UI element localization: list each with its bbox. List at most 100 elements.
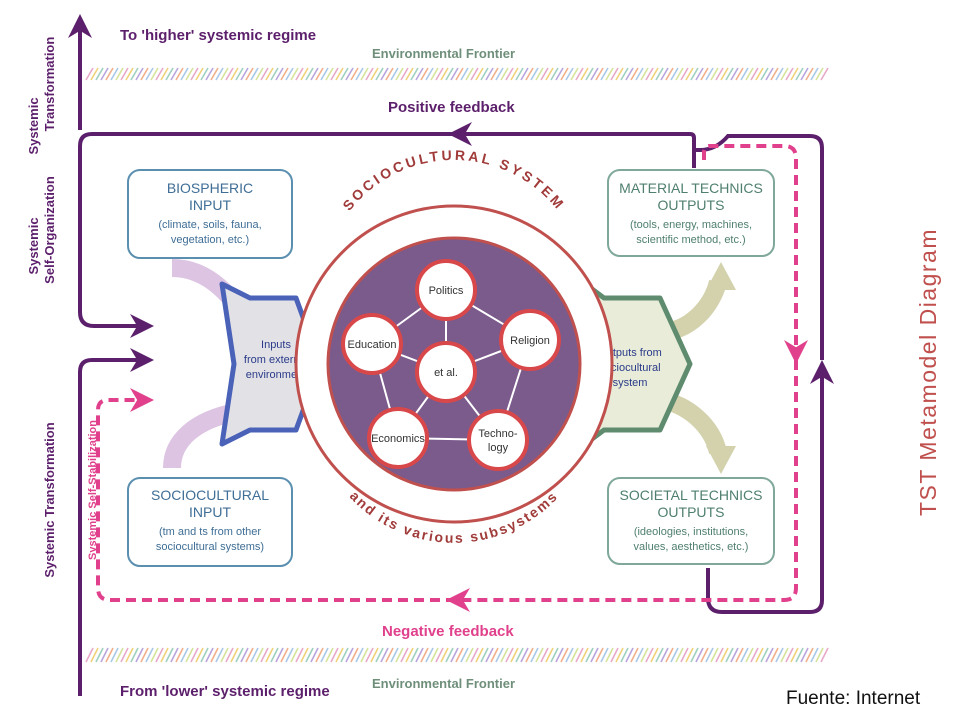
frontier-hatch xyxy=(265,67,274,81)
frontier-hatch xyxy=(305,67,314,81)
frontier-hatch xyxy=(475,67,484,81)
frontier-hatch xyxy=(355,647,364,663)
frontier-hatch xyxy=(285,647,294,663)
frontier-hatch xyxy=(550,67,559,81)
sociocultural-input-title-2: INPUT xyxy=(189,504,231,520)
frontier-hatch xyxy=(115,67,124,81)
frontier-hatch xyxy=(580,67,589,81)
self-stabilization-left-arrow xyxy=(96,388,456,602)
frontier-hatch xyxy=(110,67,119,81)
frontier-hatch xyxy=(160,647,169,663)
frontier-hatch xyxy=(565,647,574,663)
frontier-hatch xyxy=(620,67,629,81)
material-body-2: scientific method, etc.) xyxy=(636,234,745,246)
frontier-hatch xyxy=(385,647,394,663)
frontier-hatch xyxy=(220,647,229,663)
outputs-funnel-text: Outputs from sociocultural system xyxy=(598,347,662,389)
frontier-hatch xyxy=(570,647,579,663)
frontier-hatch xyxy=(775,67,784,81)
frontier-hatch xyxy=(615,647,624,663)
frontier-hatch xyxy=(755,647,764,663)
frontier-hatch xyxy=(595,647,604,663)
ring-top-label: SOCIOCULTURAL SYSTEM xyxy=(339,147,568,214)
frontier-hatch xyxy=(520,67,529,81)
frontier-hatch xyxy=(340,67,349,81)
frontier-hatch xyxy=(540,647,549,663)
frontier-hatch xyxy=(225,647,234,663)
frontier-hatch xyxy=(405,647,414,663)
frontier-hatch xyxy=(735,67,744,81)
frontier-hatch xyxy=(110,647,119,663)
frontier-hatch xyxy=(810,67,819,81)
frontier-hatch xyxy=(495,67,504,81)
frontier-hatch xyxy=(670,647,679,663)
frontier-hatch xyxy=(95,647,104,663)
frontier-hatch xyxy=(655,647,664,663)
frontier-hatch xyxy=(130,67,139,81)
frontier-hatch xyxy=(260,67,269,81)
outputs-funnel-line-1: Outputs from xyxy=(598,347,662,359)
societal-body-2: values, aesthetics, etc.) xyxy=(634,541,749,553)
frontier-hatch xyxy=(710,67,719,81)
frontier-hatch xyxy=(480,67,489,81)
frontier-hatch xyxy=(395,67,404,81)
negative-feedback-arrows xyxy=(96,144,808,612)
frontier-hatch xyxy=(255,647,264,663)
frontier-hatch xyxy=(505,67,514,81)
frontier-hatch xyxy=(625,647,634,663)
frontier-hatch xyxy=(690,67,699,81)
frontier-hatch xyxy=(660,67,669,81)
outputs-funnel-line-3: system xyxy=(613,377,648,389)
node-technology: Techno- logy xyxy=(467,409,529,471)
frontier-hatch xyxy=(720,67,729,81)
frontier-hatch xyxy=(675,67,684,81)
frontier-hatch xyxy=(610,647,619,663)
frontier-hatch xyxy=(355,67,364,81)
frontier-hatch xyxy=(640,647,649,663)
frontier-hatch xyxy=(780,647,789,663)
frontier-hatch xyxy=(680,647,689,663)
frontier-hatch xyxy=(600,647,609,663)
frontier-hatch xyxy=(455,647,464,663)
frontier-hatch xyxy=(585,67,594,81)
frontier-hatch xyxy=(300,647,309,663)
top-regime-label: To 'higher' systemic regime xyxy=(120,27,316,44)
node-politics-label: Politics xyxy=(429,285,464,297)
frontier-hatch xyxy=(295,67,304,81)
frontier-hatch xyxy=(420,647,429,663)
frontier-hatch xyxy=(340,647,349,663)
frontier-hatch xyxy=(500,647,509,663)
frontier-hatch xyxy=(370,647,379,663)
frontier-hatch xyxy=(715,647,724,663)
frontier-hatch xyxy=(605,647,614,663)
frontier-hatch xyxy=(165,67,174,81)
frontier-hatch xyxy=(350,67,359,81)
frontier-hatch xyxy=(635,67,644,81)
frontier-hatch xyxy=(205,647,214,663)
frontier-hatch xyxy=(760,647,769,663)
frontier-hatch xyxy=(270,67,279,81)
node-religion: Religion xyxy=(499,309,561,371)
frontier-hatch xyxy=(410,67,419,81)
frontier-hatch xyxy=(480,647,489,663)
frontier-hatch xyxy=(220,67,229,81)
frontier-hatch xyxy=(385,67,394,81)
frontier-hatch xyxy=(145,647,154,663)
frontier-hatch xyxy=(420,67,429,81)
frontier-hatch xyxy=(125,647,134,663)
frontier-hatch xyxy=(325,647,334,663)
node-technology-label-1: Techno- xyxy=(478,428,517,440)
frontier-hatch xyxy=(460,647,469,663)
node-economics: Economics xyxy=(367,407,429,469)
frontier-hatch xyxy=(795,647,804,663)
frontier-hatch xyxy=(235,67,244,81)
frontier-hatch xyxy=(130,647,139,663)
inputs-funnel-line-1: Inputs xyxy=(261,339,291,351)
frontier-hatch xyxy=(530,67,539,81)
frontier-hatch xyxy=(170,647,179,663)
societal-body-1: (ideologies, institutions, xyxy=(634,526,748,538)
biospheric-body-2: vegetation, etc.) xyxy=(171,234,249,246)
frontier-hatch xyxy=(780,67,789,81)
frontier-hatch xyxy=(715,67,724,81)
frontier-hatch xyxy=(310,67,319,81)
